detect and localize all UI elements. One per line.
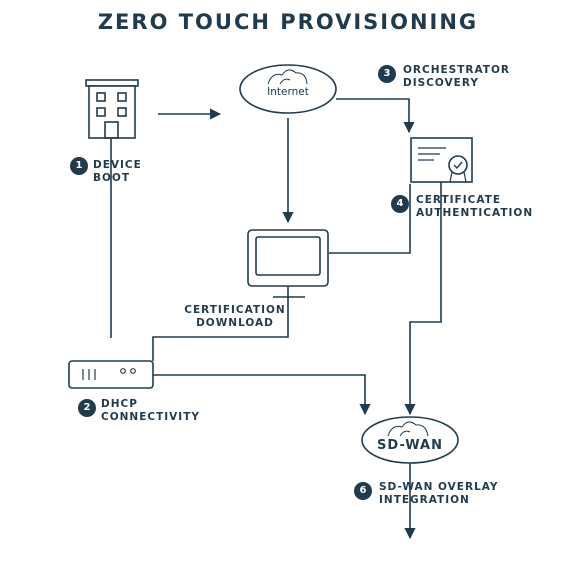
- internet-label: Internet: [267, 86, 309, 98]
- certificate-icon: [410, 137, 473, 183]
- router-icon: [68, 360, 154, 389]
- connector-router-sdwan: [153, 374, 371, 416]
- internet-cloud-icon: [239, 64, 337, 114]
- sdwan-cloud-icon: [361, 416, 459, 464]
- connectors: [110, 98, 442, 540]
- connector-internet-certificate: [336, 98, 415, 134]
- step-badge-4: 4: [391, 195, 409, 213]
- diagram-title: ZERO TOUCH PROVISIONING: [97, 10, 479, 34]
- step-label-certificate-authentication: CERTIFICATE AUTHENTICATION: [416, 194, 534, 219]
- step-badge-6: 6: [354, 482, 372, 500]
- certification-download-label: CERTIFICATION DOWNLOAD: [184, 304, 286, 329]
- step-badge-1: 1: [70, 157, 88, 175]
- step-label-dhcp-connectivity: DHCP CONNECTIVITY: [101, 398, 200, 423]
- step-label-sdwan-overlay-integration: SD-WAN OVERLAY INTEGRATION: [379, 481, 499, 506]
- step-badge-3: 3: [378, 65, 396, 83]
- sdwan-label: SD-WAN: [377, 438, 443, 453]
- step-label-orchestrator-discovery: ORCHESTRATOR DISCOVERY: [403, 64, 510, 89]
- monitor-icon: [247, 229, 329, 298]
- building-icon: [85, 79, 139, 139]
- step-badge-2: 2: [78, 399, 96, 417]
- step-label-device-boot: DEVICE BOOT: [93, 159, 142, 184]
- connector-certificate-monitor: [329, 184, 411, 254]
- connector-certificate-sdwan: [404, 182, 442, 416]
- connector-monitor-router: [152, 286, 289, 361]
